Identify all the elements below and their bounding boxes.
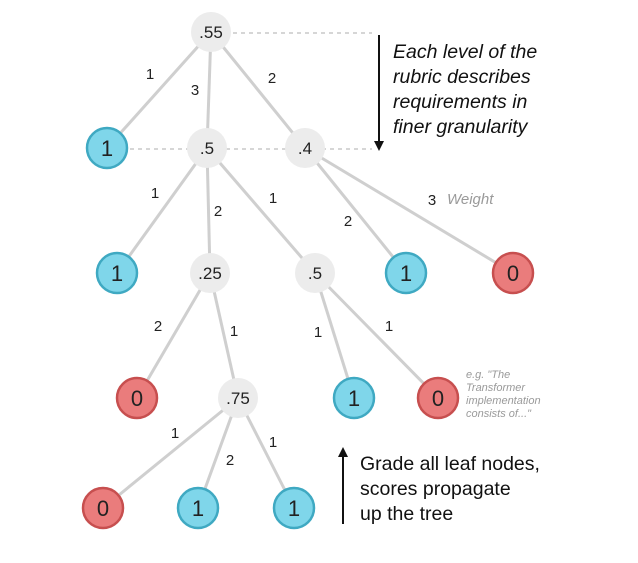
node-circle [81, 486, 125, 530]
tree-edge [115, 147, 209, 274]
leaf-node-pass: 1 [332, 376, 376, 420]
edge-weight-label: 1 [146, 66, 154, 83]
node-circle [295, 253, 335, 293]
node-circle [176, 486, 220, 530]
note-line: up the tree [360, 503, 454, 525]
node-score-label: 0 [97, 496, 109, 521]
node-circle [218, 378, 258, 418]
edge-weight-label: 2 [344, 213, 352, 230]
node-score-label: 1 [101, 136, 113, 161]
node-score-label: 1 [111, 261, 123, 286]
node-circle [332, 376, 376, 420]
node-circle [384, 251, 428, 295]
node-score-label: .5 [200, 139, 214, 158]
node-circle [115, 376, 159, 420]
edge-weight-label: 3 [191, 82, 199, 99]
note-line: Grade all leaf nodes, [360, 453, 540, 475]
internal-node: .55 [191, 12, 231, 52]
granularity-note: Each level of the rubric describes requi… [393, 40, 537, 140]
note-line: requirements in [393, 91, 528, 113]
node-circle [272, 486, 316, 530]
tree-edge [313, 272, 356, 399]
note-line: Transformer [466, 382, 526, 394]
leaf-node-pass: 1 [85, 126, 129, 170]
edge-weight-label: 2 [214, 203, 222, 220]
node-score-label: 0 [507, 261, 519, 286]
internal-node: .25 [190, 253, 230, 293]
node-score-label: 1 [288, 496, 300, 521]
edge-weight-label: 1 [151, 185, 159, 202]
node-score-label: 1 [400, 261, 412, 286]
edge-weight-label: 1 [269, 190, 277, 207]
leaf-node-fail: 0 [115, 376, 159, 420]
node-score-label: 1 [192, 496, 204, 521]
internal-node: .5 [187, 128, 227, 168]
node-score-label: .25 [198, 264, 222, 283]
edge-weight-label: 1 [171, 425, 179, 442]
tree-edge [303, 147, 408, 274]
tree-edge [205, 147, 212, 274]
node-circle [190, 253, 230, 293]
node-score-label: 0 [131, 386, 143, 411]
tree-edge [135, 272, 212, 399]
tree-edge [105, 30, 213, 150]
note-line: rubric describes [393, 66, 531, 88]
leaf-node-pass: 1 [176, 486, 220, 530]
node-circle [95, 251, 139, 295]
propagation-note: Grade all leaf nodes, scores propagate u… [360, 452, 540, 527]
node-score-label: .4 [298, 139, 312, 158]
internal-node: .5 [295, 253, 335, 293]
node-circle [285, 128, 325, 168]
leaf-node-fail: 0 [81, 486, 125, 530]
node-circle [491, 251, 535, 295]
edge-weight-label: 3 [428, 192, 436, 209]
node-circle [191, 12, 231, 52]
leaf-node-pass: 1 [272, 486, 316, 530]
tree-edge [304, 146, 514, 275]
node-score-label: 0 [432, 386, 444, 411]
tree-edge [205, 147, 317, 274]
tree-edge [102, 396, 239, 510]
tree-edge [209, 31, 307, 149]
edge-weight-label: 1 [230, 323, 238, 340]
note-line: consists of..." [466, 408, 532, 420]
note-line: e.g. "The [466, 369, 511, 381]
node-circle [85, 126, 129, 170]
leaf-node-pass: 1 [95, 251, 139, 295]
edge-weight-label: 2 [154, 318, 162, 335]
note-line: Each level of the [393, 41, 538, 63]
note-line: scores propagate [360, 478, 511, 500]
node-circle [187, 128, 227, 168]
node-score-label: .5 [308, 264, 322, 283]
node-score-label: .55 [199, 23, 223, 42]
example-leaf-note: e.g. "The Transformer implementation con… [466, 369, 541, 421]
tree-edge [313, 271, 440, 400]
dashed-guides [130, 32, 372, 150]
internal-node: .75 [218, 378, 258, 418]
node-circle [416, 376, 460, 420]
edge-weights: 1 3 2 1 2 1 2 3 2 1 1 1 1 2 1 [146, 66, 436, 469]
node-score-label: .75 [226, 389, 250, 408]
leaf-node-fail: 0 [416, 376, 460, 420]
annotation-arrows [338, 35, 384, 524]
edge-weight-label: 2 [226, 452, 234, 469]
tree-edges [102, 30, 514, 510]
internal-node: .4 [285, 128, 325, 168]
leaf-node-pass: 1 [384, 251, 428, 295]
leaf-node-fail: 0 [491, 251, 535, 295]
weight-legend-label: Weight [447, 191, 494, 208]
node-score-label: 1 [348, 386, 360, 411]
edge-weight-label: 1 [269, 434, 277, 451]
edge-weight-label: 1 [314, 324, 322, 341]
edge-weight-label: 1 [385, 318, 393, 335]
note-line: implementation [466, 395, 541, 407]
edge-weight-label: 2 [268, 70, 276, 87]
note-line: finer granularity [393, 116, 528, 138]
tree-nodes: .55 1 .5 .4 1 .25 .5 1 0 0 .75 1 0 0 1 1 [81, 12, 535, 530]
tree-edge [208, 272, 240, 399]
